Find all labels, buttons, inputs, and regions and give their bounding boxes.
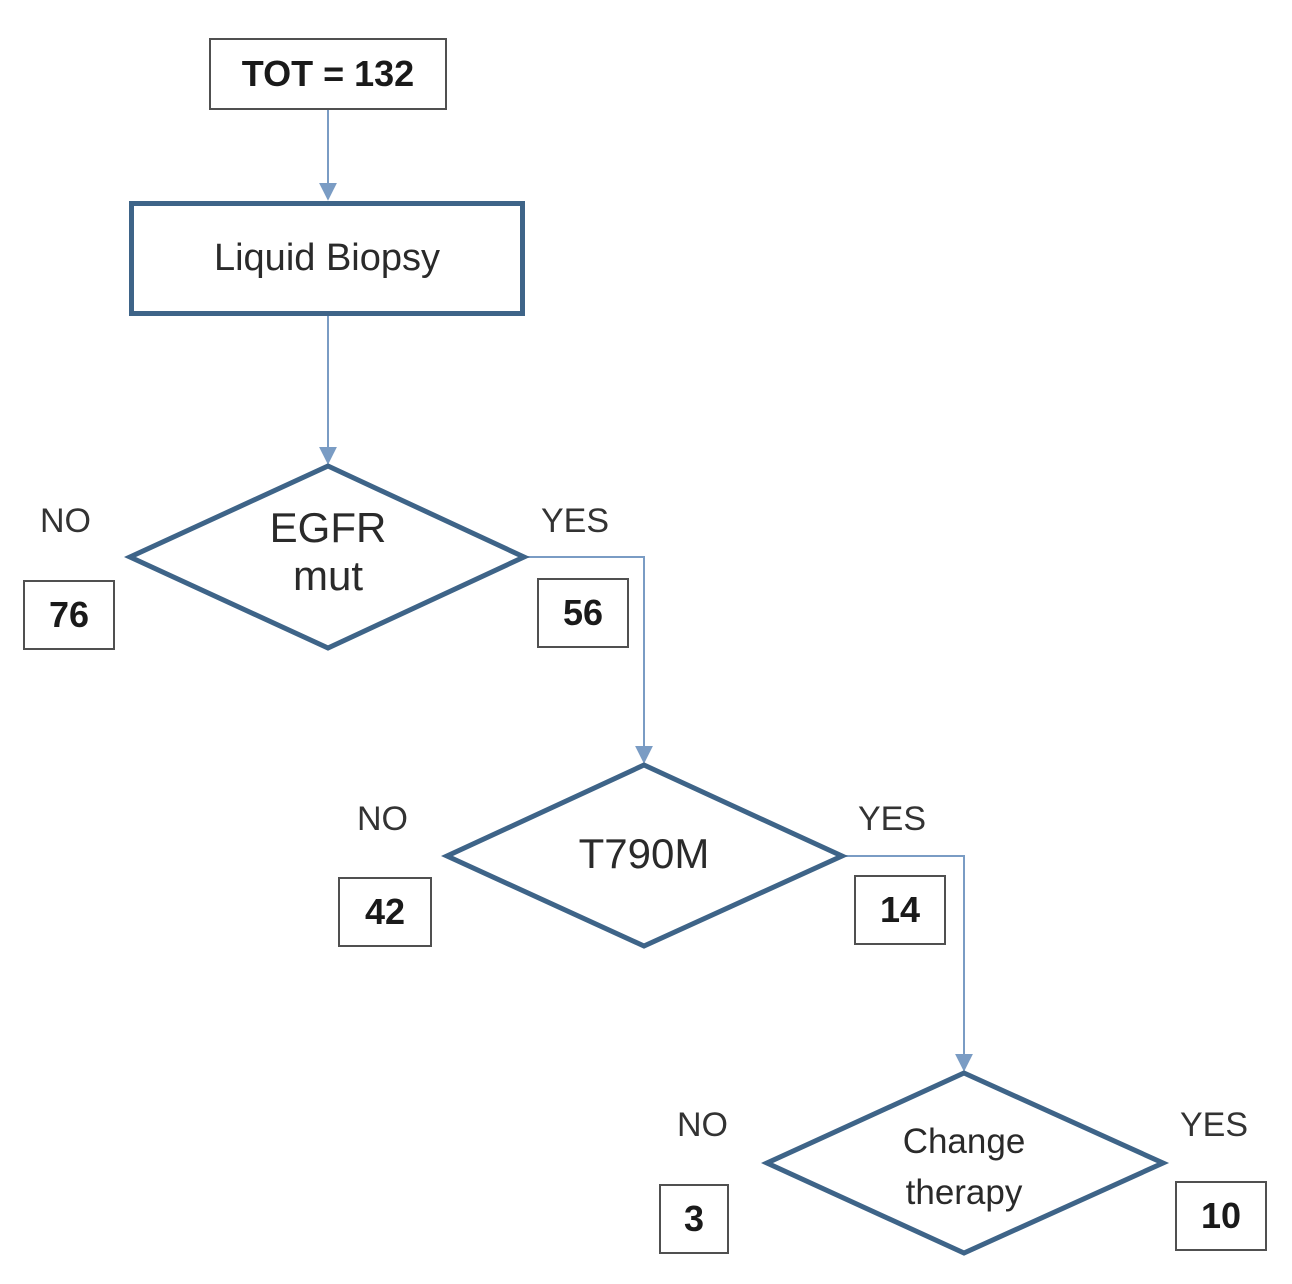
t790m-yes-count: 14 bbox=[879, 889, 921, 930]
decision-t790m-text: T790M bbox=[544, 830, 744, 878]
decision-egfr-line1: EGFR bbox=[269, 504, 387, 551]
change-therapy-yes-label: YES bbox=[1180, 1106, 1249, 1144]
decision-diamond-t790m bbox=[441, 762, 849, 949]
decision-change-therapy-line2: therapy bbox=[905, 1172, 1023, 1212]
arrow-egfr-yes-to-t790m bbox=[526, 556, 653, 764]
t790m-no-count: 42 bbox=[364, 891, 406, 932]
process-box-liquid-biopsy: Liquid Biopsy bbox=[129, 201, 525, 316]
t790m-no-count-box: 42 bbox=[338, 877, 432, 947]
change-therapy-no-label: NO bbox=[677, 1106, 728, 1144]
total-box: TOT = 132 bbox=[209, 38, 447, 110]
total-box-text: TOT = 132 bbox=[241, 53, 415, 94]
decision-change-therapy-text: Change therapy bbox=[864, 1117, 1064, 1219]
decision-t790m-line1: T790M bbox=[578, 830, 710, 877]
t790m-yes-count-box: 14 bbox=[854, 875, 946, 945]
egfr-no-count-box: 76 bbox=[23, 580, 115, 650]
egfr-no-count: 76 bbox=[48, 594, 90, 635]
decision-diamond-egfr-mut bbox=[124, 463, 530, 651]
change-therapy-yes-count: 10 bbox=[1200, 1195, 1242, 1236]
t790m-yes-label: YES bbox=[858, 800, 927, 838]
egfr-no-label: NO bbox=[40, 502, 91, 540]
change-therapy-no-count-box: 3 bbox=[659, 1184, 729, 1254]
egfr-yes-count-box: 56 bbox=[537, 578, 629, 648]
process-box-text: Liquid Biopsy bbox=[213, 237, 441, 279]
decision-diamond-change-therapy bbox=[760, 1070, 1170, 1256]
change-therapy-yes-count-box: 10 bbox=[1175, 1181, 1267, 1251]
t790m-no-label: NO bbox=[357, 800, 408, 838]
decision-egfr-mut-text: EGFR mut bbox=[228, 504, 428, 601]
decision-change-therapy-line1: Change bbox=[902, 1122, 1026, 1161]
decision-egfr-line2: mut bbox=[292, 552, 363, 600]
egfr-yes-count: 56 bbox=[562, 592, 604, 633]
egfr-yes-label: YES bbox=[541, 502, 610, 540]
change-therapy-no-count: 3 bbox=[683, 1198, 705, 1239]
arrow-t790m-yes-to-change-therapy bbox=[844, 855, 973, 1072]
